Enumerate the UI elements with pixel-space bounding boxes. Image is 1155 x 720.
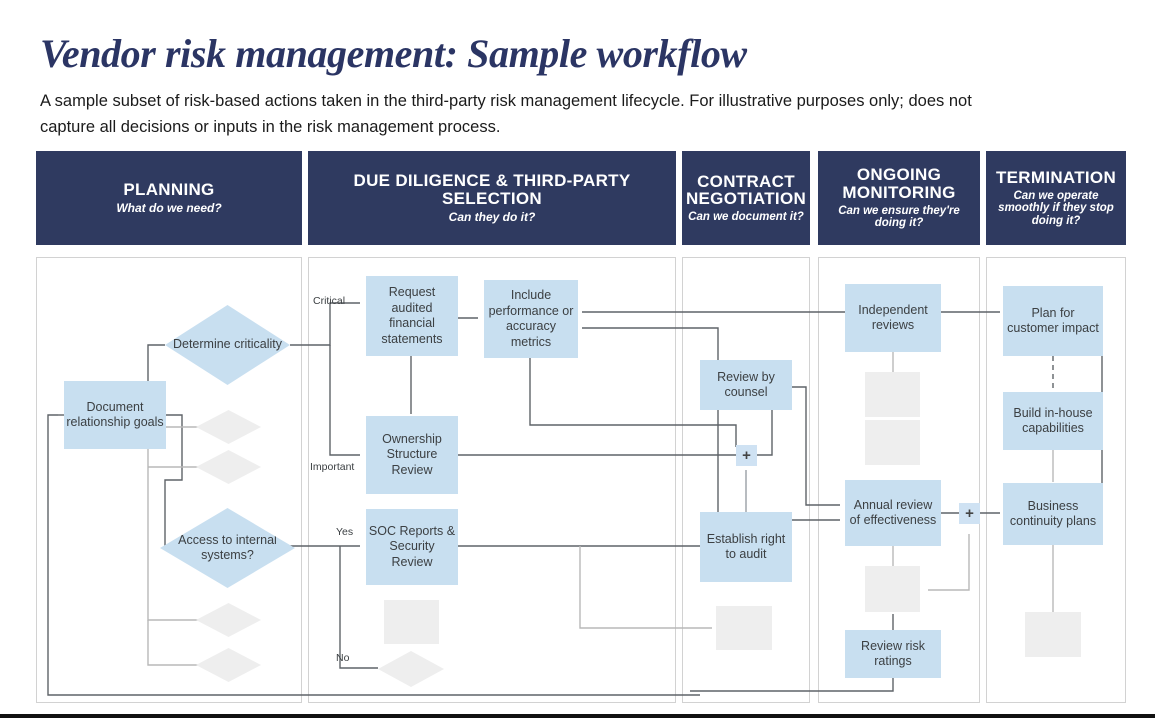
node-placeholder-box [716,606,772,650]
node-review-risk-ratings[interactable]: Review risk ratings [845,630,941,678]
phase-title: Ongoing monitoring [842,165,956,203]
phase-question: Can we document it? [688,210,804,223]
node-establish-right-to-audit[interactable]: Establish right to audit [700,512,792,582]
edge-label-yes: Yes [336,526,354,538]
node-business-continuity-plans[interactable]: Business continuity plans [1003,483,1103,545]
phase-title: Planning [123,180,215,200]
page-title: Vendor risk management: Sample workflow [40,31,747,76]
phase-header-contract-negotiation: Contract negotiation Can we document it? [682,151,810,245]
page-subtitle: A sample subset of risk-based actions ta… [40,92,972,136]
phase-question: What do we need? [116,200,222,215]
node-placeholder-box [865,566,920,612]
phase-header-planning: Planning What do we need? [36,151,302,245]
phase-header-due-diligence: Due diligence & third-party selection Ca… [308,151,676,245]
node-document-relationship-goals[interactable]: Document relationship goals [64,381,166,449]
node-review-by-counsel[interactable]: Review by counsel [700,360,792,410]
node-request-audited-financial-statements[interactable]: Request audited financial statements [366,276,458,356]
phase-title: Termination [995,168,1117,188]
node-soc-reports-and-security-review[interactable]: SOC Reports & Security Review [366,509,458,585]
phase-title: Due diligence & third-party selection [353,171,631,209]
node-placeholder-box [865,420,920,465]
node-independent-reviews[interactable]: Independent reviews [845,284,941,352]
edge-label-critical: Critical [313,295,346,307]
node-placeholder-box [1025,612,1081,657]
phase-header-ongoing-monitoring: Ongoing monitoring Can we ensure they're… [818,151,980,245]
node-build-in-house-capabilities[interactable]: Build in-house capabilities [1003,392,1103,450]
phase-question: Can we operate smoothly if they stop doi… [998,189,1114,227]
bottom-divider [0,714,1155,718]
edge-label-important: Important [310,461,355,473]
node-placeholder-box [384,600,439,644]
node-plan-for-customer-impact[interactable]: Plan for customer impact [1003,286,1103,356]
phase-question: Can we ensure they're doing it? [838,204,960,230]
junction-plus-monitoring[interactable]: + [959,503,980,524]
edge-label-no: No [336,652,350,664]
phase-question: Can they do it? [448,209,536,224]
phase-header-termination: Termination Can we operate smoothly if t… [986,151,1126,245]
phase-panel-planning [36,257,302,703]
node-include-performance-or-accuracy-metrics[interactable]: Include performance or accuracy metrics [484,280,578,358]
phase-title: Contract negotiation [685,171,807,209]
node-placeholder-box [865,372,920,417]
junction-plus-contract[interactable]: + [736,445,757,466]
node-ownership-structure-review[interactable]: Ownership Structure Review [366,416,458,494]
node-annual-review-of-effectiveness[interactable]: Annual review of effectiveness [845,480,941,546]
